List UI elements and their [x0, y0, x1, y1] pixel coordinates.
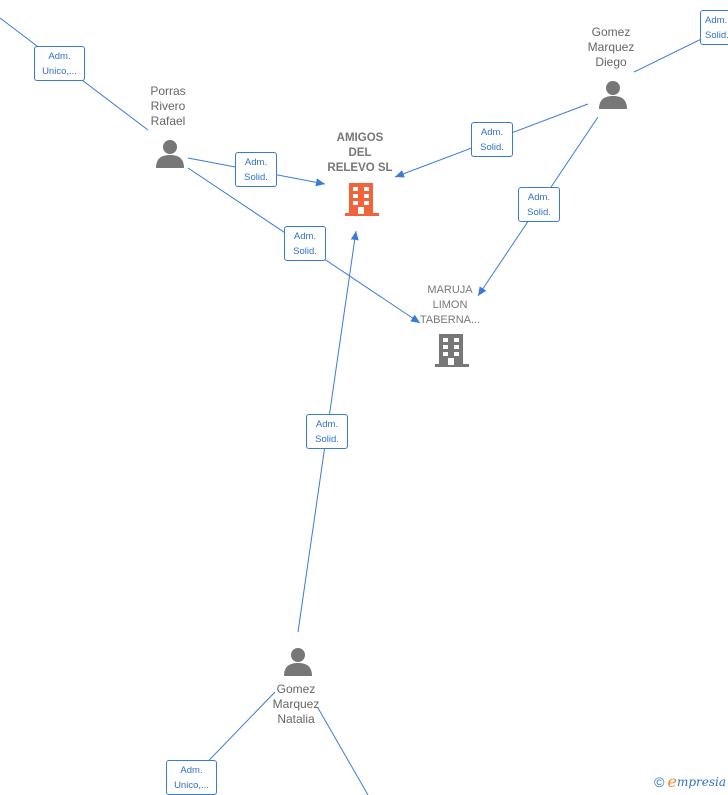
copyright-icon: ©	[654, 773, 665, 790]
building-icon[interactable]	[435, 332, 469, 368]
edge-label-natalia-amigos[interactable]: Adm. Solid.	[306, 414, 348, 449]
person-icon[interactable]	[283, 647, 313, 677]
company-label-maruja: MARUJA LIMON TABERNA...	[419, 284, 481, 326]
edge-label-top-left[interactable]: Adm. Unico,...	[34, 46, 85, 81]
brand-name: mpresia	[676, 774, 726, 789]
company-label-amigos: AMIGOS DEL RELEVO SL	[327, 132, 393, 174]
building-icon[interactable]	[345, 181, 379, 217]
edge-label-top-right[interactable]: Adm. Solid.	[700, 10, 728, 45]
brand-initial: e	[667, 772, 677, 791]
person-icon[interactable]	[598, 80, 628, 110]
person-label-gomez-natalia: Gomez Marquez Natalia	[272, 682, 320, 726]
edge-label-bottom-left[interactable]: Adm. Unico,...	[166, 760, 217, 795]
edge-label-porras-maruja[interactable]: Adm. Solid.	[284, 226, 326, 261]
edge-label-diego-amigos[interactable]: Adm. Solid.	[471, 122, 513, 157]
person-icon[interactable]	[155, 139, 185, 169]
edge-bottom-right	[317, 707, 369, 795]
person-label-gomez-diego: Gomez Marquez Diego	[587, 25, 635, 69]
person-label-porras: Porras Rivero Rafael	[150, 84, 186, 128]
edge-label-porras-amigos[interactable]: Adm. Solid.	[235, 152, 277, 187]
edge-label-diego-maruja[interactable]: Adm. Solid.	[518, 187, 560, 222]
